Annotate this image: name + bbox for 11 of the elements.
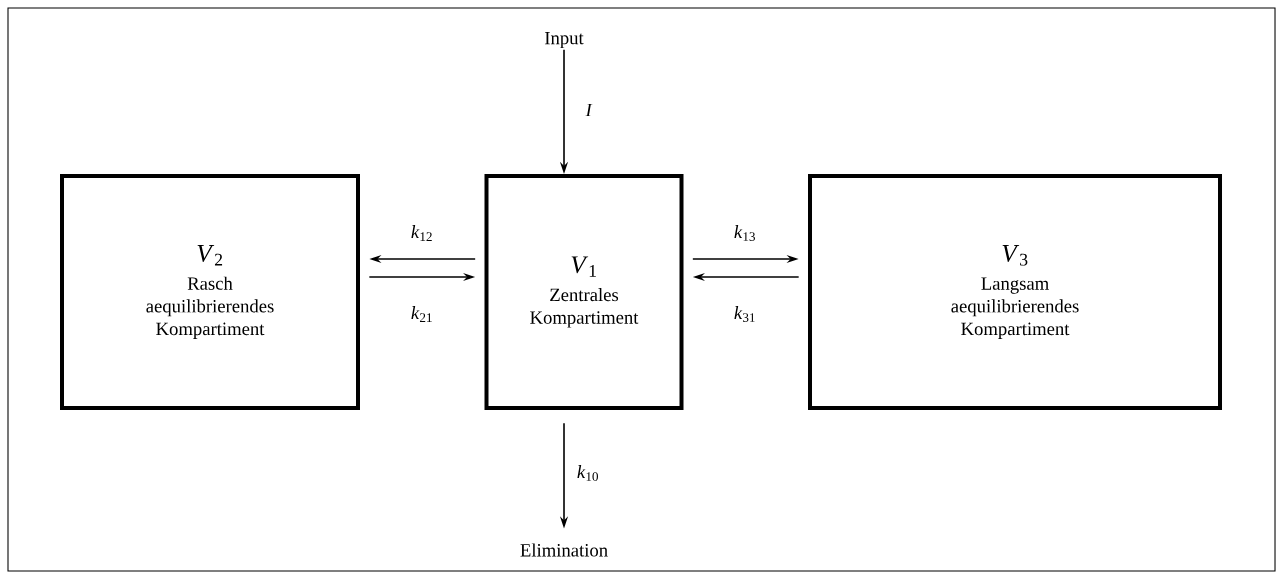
flow-label: Input [544,31,584,49]
compartment-box: V$_{2}$ Rasch aequilibrierendes Kompartiment [60,174,360,410]
flow-label: Elimination [520,543,608,557]
edge-label: k$_{12}$ [409,223,435,243]
edge-label: k$_{13}$ [732,223,758,243]
compartment-box: V$_{1}$ Zentrales Kompartiment [484,174,684,410]
compartment-box: V$_{3}$ Langsam aequilibrierendes Kompartiment [808,174,1222,410]
edge-label: k$_{21}$ [409,304,435,324]
edge-label: k$_{10}$ [575,463,601,483]
edge-label: I [584,102,594,118]
edge-label: k$_{31}$ [732,304,758,324]
